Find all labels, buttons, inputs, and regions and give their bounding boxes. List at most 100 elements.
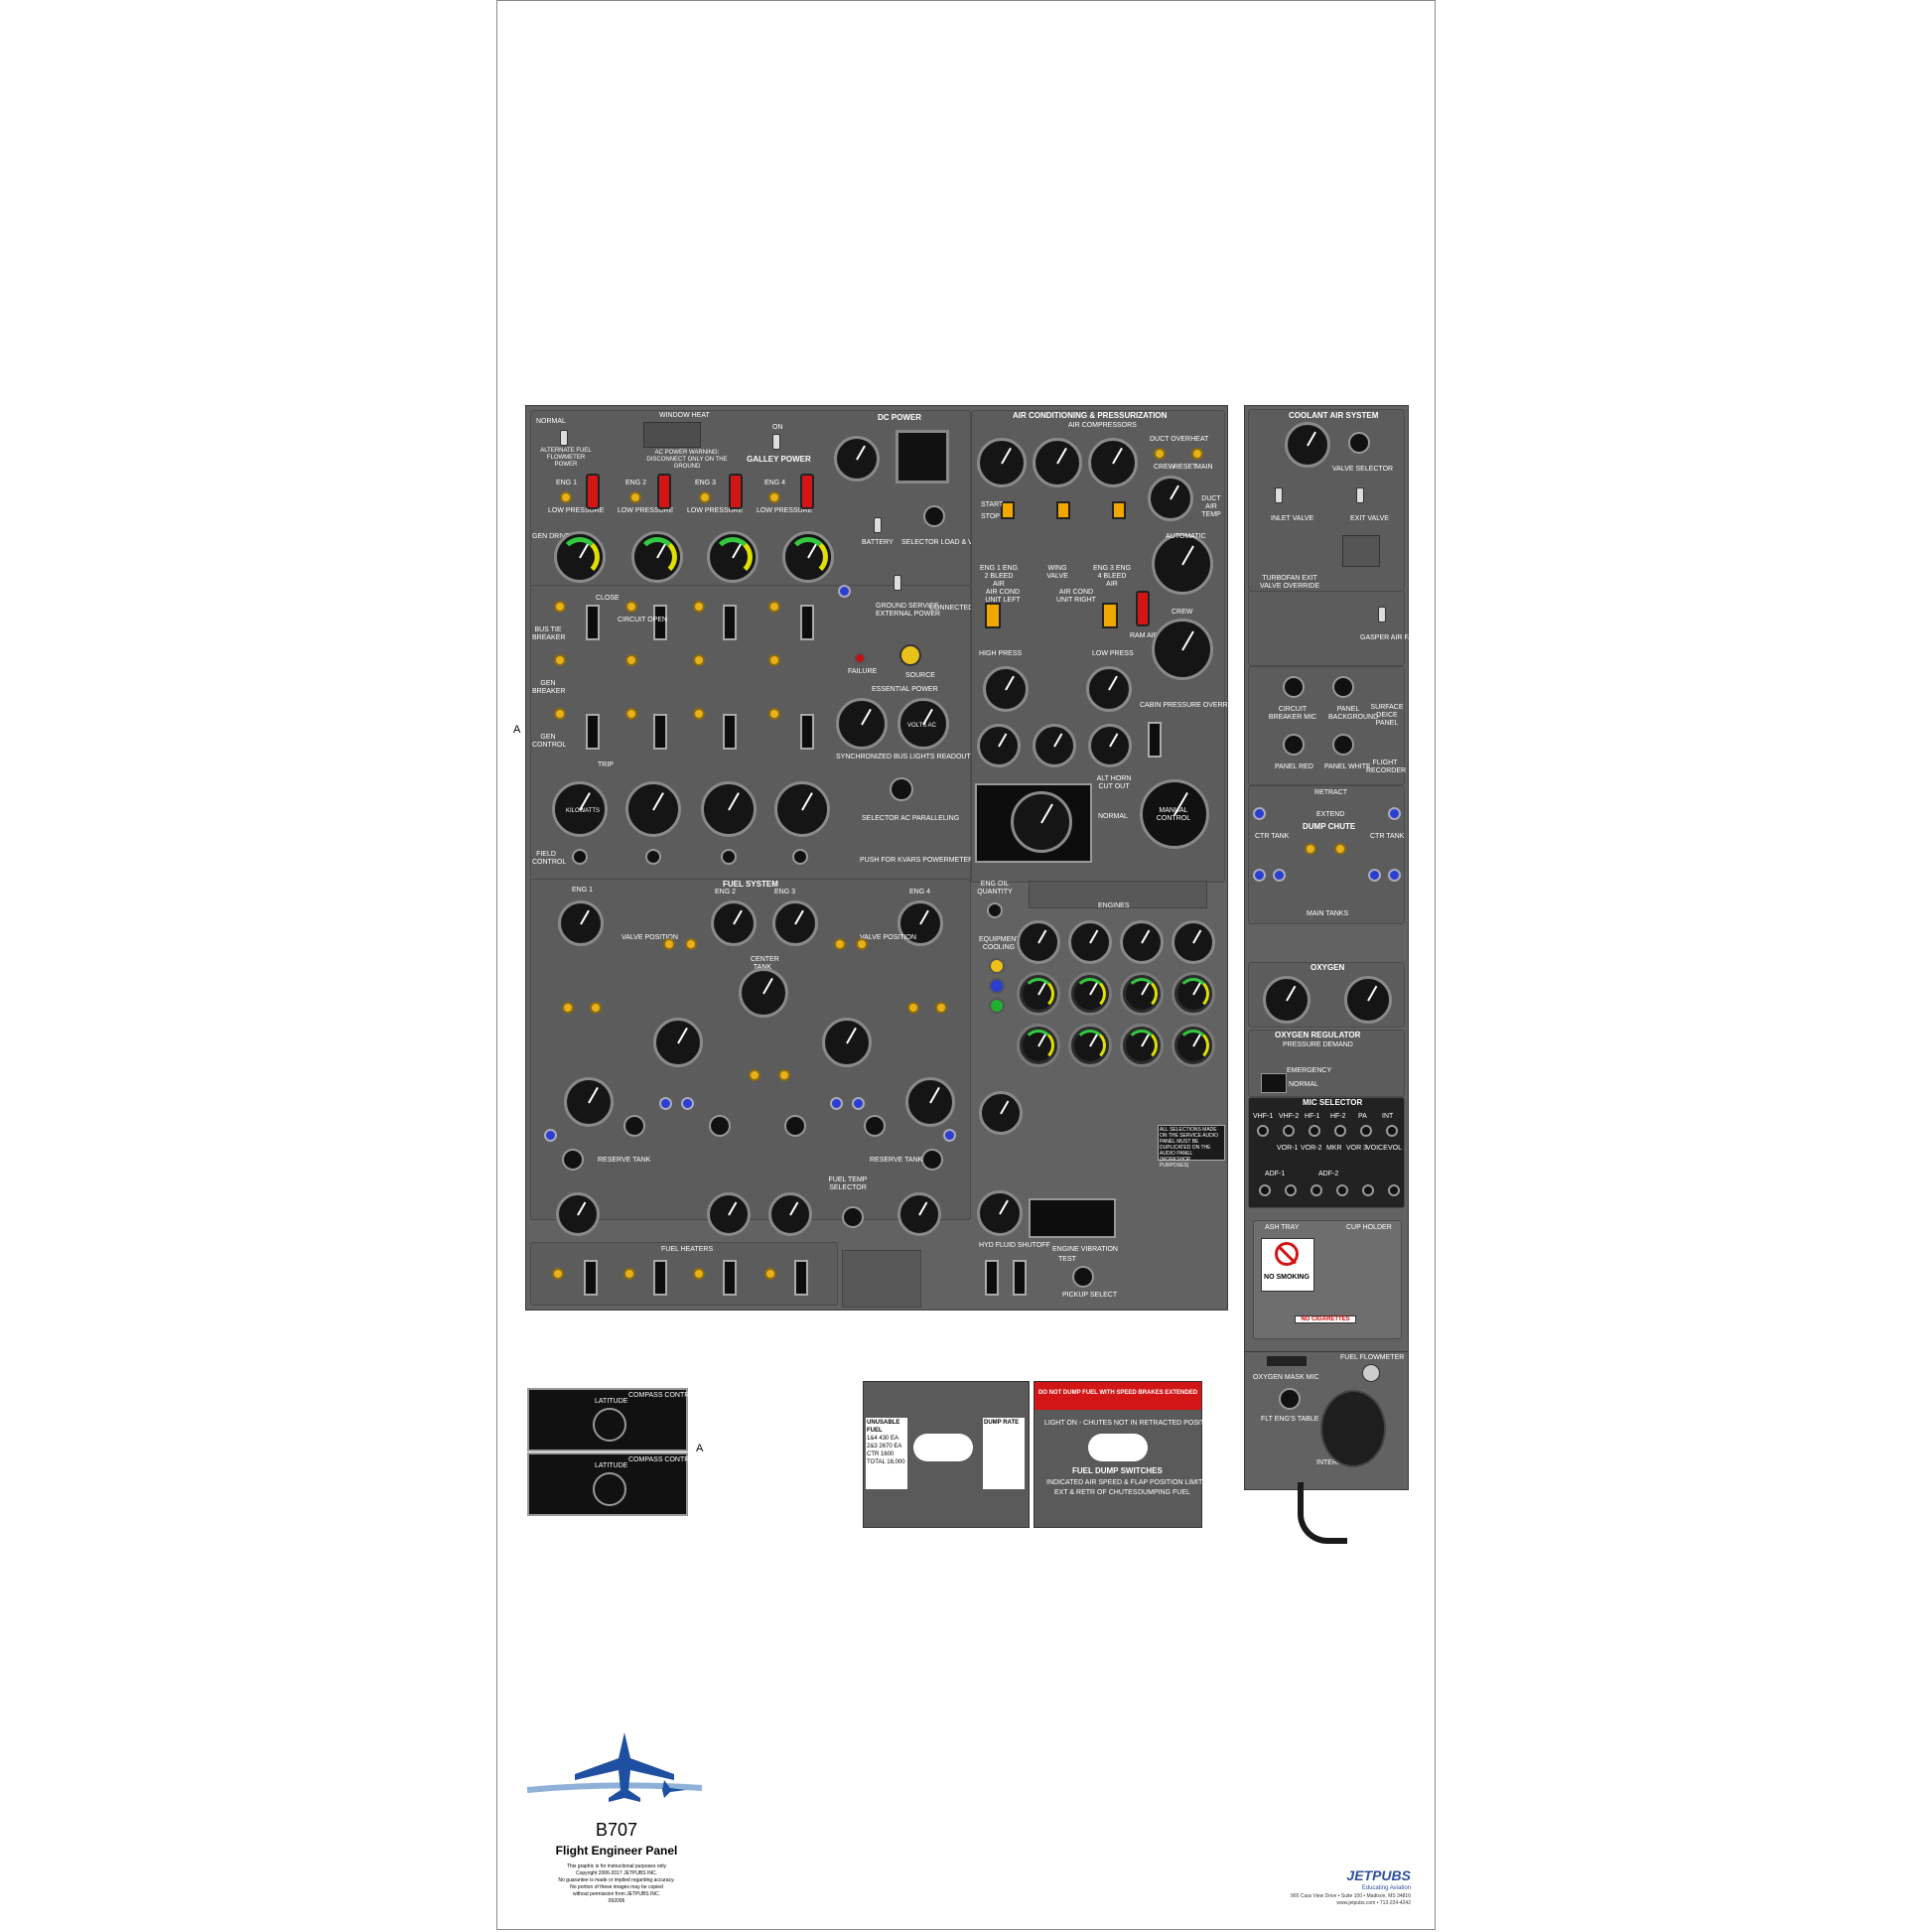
oil-qty-gauge-4: [1172, 920, 1215, 964]
bus-tie-switch-3[interactable]: [723, 605, 737, 640]
hyd-fluid-shutoff-switch-1[interactable]: [985, 1260, 999, 1296]
battery-switch[interactable]: [874, 517, 882, 533]
gen-control-switch-1[interactable]: [586, 714, 600, 750]
field-control-knob-4[interactable]: [792, 849, 808, 865]
compass-controller-upper[interactable]: COMPASS CONTROLLER LATITUDE: [527, 1388, 712, 1451]
adf-knob-3[interactable]: [1311, 1184, 1322, 1196]
gen-drive-disconnect-3[interactable]: [729, 474, 743, 509]
adf-knob-6[interactable]: [1388, 1184, 1400, 1196]
crew-temp-automatic-dial[interactable]: [1152, 619, 1213, 680]
valve-selector-knob[interactable]: [1348, 432, 1370, 454]
wing-valve-label: WING VALVE: [1046, 565, 1068, 580]
fuel-quantity-main-2: [653, 1018, 703, 1067]
ctr-tank-dump-l[interactable]: [1253, 807, 1266, 820]
flt-eng-table-label: FLT ENG'S TABLE: [1261, 1416, 1319, 1423]
reserve-tank-knob-l[interactable]: [562, 1149, 584, 1171]
cabin-pressure-override-switch[interactable]: [1148, 722, 1162, 758]
valve-position-label-r: VALVE POSITION: [860, 934, 916, 941]
field-control-knob-1[interactable]: [572, 849, 588, 865]
air-cond-left-switch[interactable]: [985, 603, 1001, 628]
oxygen-mask-switch-plate: [1267, 1356, 1307, 1366]
cabin-temp-automatic-dial[interactable]: [1152, 533, 1213, 595]
fuel-heater-switch-4[interactable]: [794, 1260, 808, 1296]
ram-air-switch[interactable]: [1136, 591, 1150, 626]
fuel-heater-switch-1[interactable]: [584, 1260, 598, 1296]
valve-position-label-l: VALVE POSITION: [621, 934, 678, 941]
exit-valve-switch[interactable]: [1356, 487, 1364, 503]
gen-drive-disconnect-1[interactable]: [586, 474, 600, 509]
hyd-fluid-shutoff-switch-2[interactable]: [1013, 1260, 1027, 1296]
bus-tie-switch-2[interactable]: [653, 605, 667, 640]
pickup-select-knob[interactable]: [1072, 1266, 1094, 1288]
oxygen-regulator-lever[interactable]: [1261, 1073, 1287, 1093]
galley-power-switch[interactable]: [772, 434, 780, 450]
gasper-air-fan-switch[interactable]: [1378, 607, 1386, 622]
ctr-tank-dump-r[interactable]: [1388, 807, 1401, 820]
pickup-select-label: PICKUP SELECT: [1062, 1292, 1118, 1299]
air-cond-right-switch[interactable]: [1102, 603, 1118, 628]
mic-knob-3[interactable]: [1309, 1125, 1320, 1137]
field-control-knob-2[interactable]: [645, 849, 661, 865]
field-control-knob-3[interactable]: [721, 849, 737, 865]
gen-control-switch-2[interactable]: [653, 714, 667, 750]
mic-knob-1[interactable]: [1257, 1125, 1269, 1137]
gen-drive-disconnect-4[interactable]: [800, 474, 814, 509]
crossfeed-knob-4[interactable]: [864, 1115, 886, 1137]
reserve-tank-label-l: RESERVE TANK: [598, 1157, 651, 1164]
reserve-tank-knob-r[interactable]: [921, 1149, 943, 1171]
adf-knob-2[interactable]: [1285, 1184, 1297, 1196]
inlet-valve-switch[interactable]: [1275, 487, 1283, 503]
turbofan-override-guard[interactable]: [1342, 535, 1380, 567]
external-power-switch[interactable]: [894, 575, 901, 591]
compressor-start-2[interactable]: [1001, 501, 1015, 519]
jetpubs-address: 900 Cass View Drive • Suite 100 • Madiso…: [1291, 1893, 1411, 1899]
mic-knob-6[interactable]: [1386, 1125, 1398, 1137]
crossfeed-knob-2[interactable]: [709, 1115, 731, 1137]
main-tank-dump-1[interactable]: [1253, 869, 1266, 882]
compass-controller-lower[interactable]: COMPASS CONTROLLER LATITUDE: [527, 1452, 712, 1516]
oil-quantity-selector[interactable]: [987, 902, 1003, 918]
gen-control-switch-4[interactable]: [800, 714, 814, 750]
gen-breaker-light-2: [625, 654, 637, 666]
selector-load-volts-knob[interactable]: [923, 505, 945, 527]
bus-tie-switch-4[interactable]: [800, 605, 814, 640]
alt-fuel-flowmeter-switch[interactable]: [560, 430, 568, 446]
generator-section: [530, 585, 971, 912]
adf-knob-4[interactable]: [1336, 1184, 1348, 1196]
microphone-icon[interactable]: [1320, 1390, 1386, 1467]
crossfeed-knob-3[interactable]: [784, 1115, 806, 1137]
engine-vibration-readout: [1029, 1198, 1116, 1238]
mic-knob-4[interactable]: [1334, 1125, 1346, 1137]
mic-knob-2[interactable]: [1283, 1125, 1295, 1137]
mic-knob-5[interactable]: [1360, 1125, 1372, 1137]
essential-power-source-knob[interactable]: [899, 644, 921, 666]
flt-eng-table-knob[interactable]: [1279, 1388, 1301, 1410]
panel-background-knob[interactable]: [1332, 676, 1354, 698]
fuel-temp-selector-knob[interactable]: [842, 1206, 864, 1228]
bus-tie-switch-1[interactable]: [586, 605, 600, 640]
placard-window: [913, 1434, 973, 1461]
fuel-flowmeter-button[interactable]: [1362, 1364, 1380, 1382]
compressor-gauge-eng4: [1088, 438, 1138, 487]
latitude-knob-upper[interactable]: [593, 1408, 626, 1442]
adf-knob-5[interactable]: [1362, 1184, 1374, 1196]
disclaimer-line-6: 092006: [608, 1898, 625, 1904]
main-tank-dump-3[interactable]: [1368, 869, 1381, 882]
main-tank-dump-2[interactable]: [1273, 869, 1286, 882]
ac-paralleling-selector-knob[interactable]: [890, 777, 913, 801]
unusable-fuel-row-0: 1&4 430 EA: [867, 1436, 899, 1442]
gen-drive-disconnect-2[interactable]: [657, 474, 671, 509]
circuit-breaker-mic-knob[interactable]: [1283, 676, 1305, 698]
fuel-heater-switch-2[interactable]: [653, 1260, 667, 1296]
panel-red-knob[interactable]: [1283, 734, 1305, 756]
crossfeed-knob-1[interactable]: [623, 1115, 645, 1137]
gen-control-switch-3[interactable]: [723, 714, 737, 750]
panel-white-knob[interactable]: [1332, 734, 1354, 756]
manual-control-wheel[interactable]: [1140, 779, 1209, 849]
main-tank-dump-4[interactable]: [1388, 869, 1401, 882]
adf-knob-1[interactable]: [1259, 1184, 1271, 1196]
latitude-knob-lower[interactable]: [593, 1472, 626, 1506]
compressor-start-3[interactable]: [1056, 501, 1070, 519]
compressor-start-4[interactable]: [1112, 501, 1126, 519]
fuel-heater-switch-3[interactable]: [723, 1260, 737, 1296]
